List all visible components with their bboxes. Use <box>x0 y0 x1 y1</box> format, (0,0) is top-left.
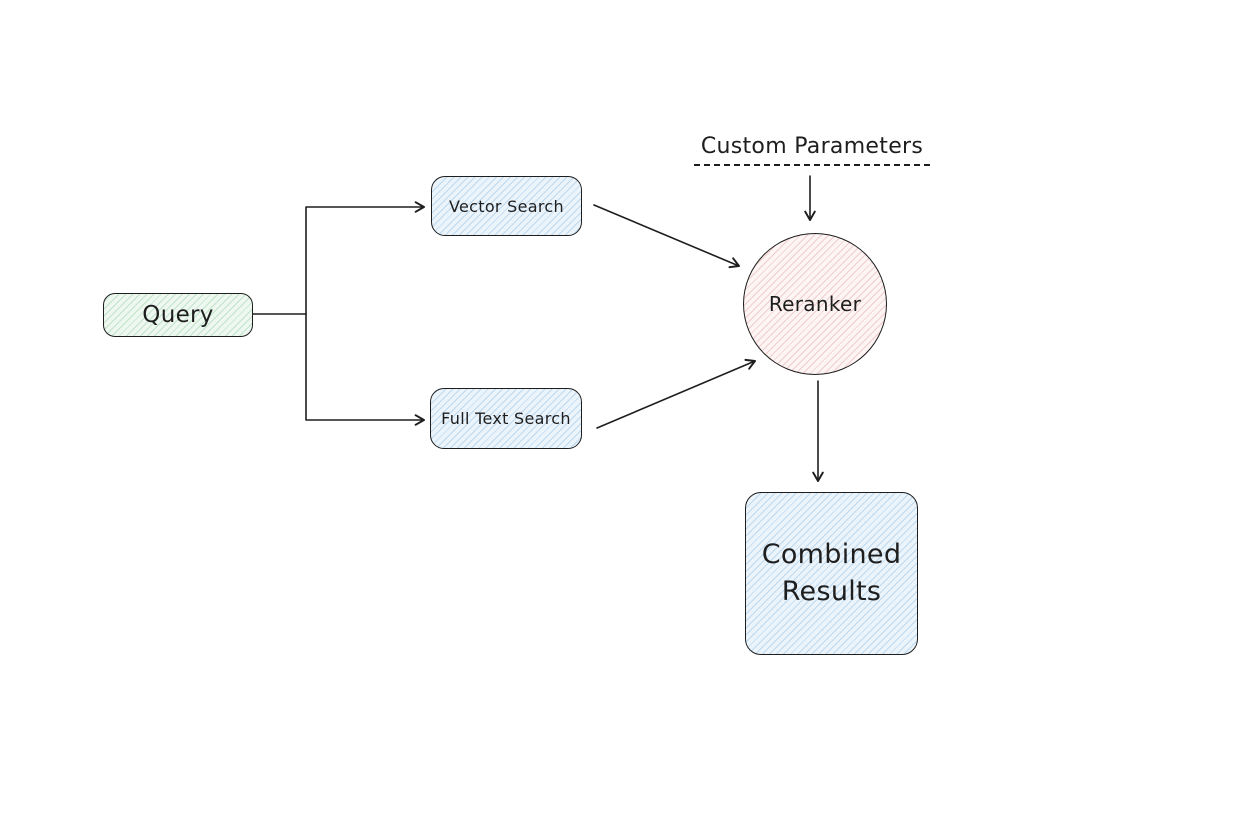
query-node-label: Query <box>142 302 214 328</box>
combined-results-node: Combined Results <box>745 492 918 655</box>
edge-query-to-vector-search <box>305 201 425 315</box>
custom-parameters-label: Custom Parameters <box>694 134 930 166</box>
reranker-node-label: Reranker <box>768 292 862 316</box>
edge-query-to-full-text-search <box>305 313 425 426</box>
edge-full-text-search-to-reranker <box>596 358 756 429</box>
full-text-search-node-label: Full Text Search <box>441 409 571 428</box>
vector-search-node-label: Vector Search <box>449 196 564 216</box>
edge-vector-search-to-reranker <box>593 204 740 269</box>
reranker-node: Reranker <box>743 233 887 375</box>
combined-results-node-label: Combined Results <box>761 539 902 607</box>
query-node: Query <box>103 293 253 337</box>
custom-parameters-label-text: Custom Parameters <box>700 134 924 159</box>
vector-search-node: Vector Search <box>431 176 582 236</box>
full-text-search-node: Full Text Search <box>430 388 582 449</box>
